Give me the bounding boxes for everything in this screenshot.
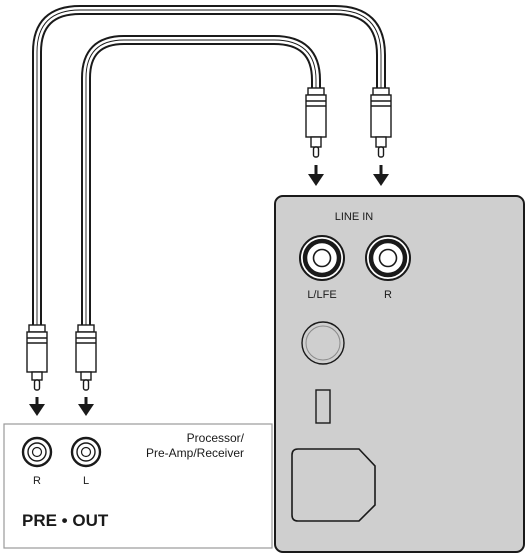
rca-plug-top-right [370, 87, 392, 158]
pre-out-jack-r [21, 436, 53, 468]
rca-plug-top-left [305, 87, 327, 158]
line-in-jack-l-lfe [299, 235, 345, 281]
rca-plug-bottom-left [26, 324, 48, 391]
pre-out-l-label: L [83, 475, 89, 487]
line-in-label: LINE IN [335, 211, 374, 223]
device-name-line1: Processor/ [187, 431, 245, 445]
pre-out-jack-l [70, 436, 102, 468]
power-inlet [291, 448, 376, 522]
round-port [301, 321, 345, 365]
arrow-down-icon [29, 397, 45, 416]
line-in-r-label: R [384, 289, 392, 301]
rca-cable-outer [32, 5, 386, 330]
device-name-line2: Pre-Amp/Receiver [146, 446, 244, 460]
rca-plug-bottom-right [75, 324, 97, 391]
rca-cable-inner [81, 35, 321, 330]
line-in-jack-r [365, 235, 411, 281]
pre-out-r-label: R [33, 475, 41, 487]
arrow-down-icon [308, 165, 324, 186]
arrow-down-icon [78, 397, 94, 416]
power-switch [315, 389, 331, 424]
arrow-down-icon [373, 165, 389, 186]
line-in-l-lfe-label: L/LFE [307, 289, 336, 301]
pre-out-label: PRE • OUT [22, 511, 109, 530]
